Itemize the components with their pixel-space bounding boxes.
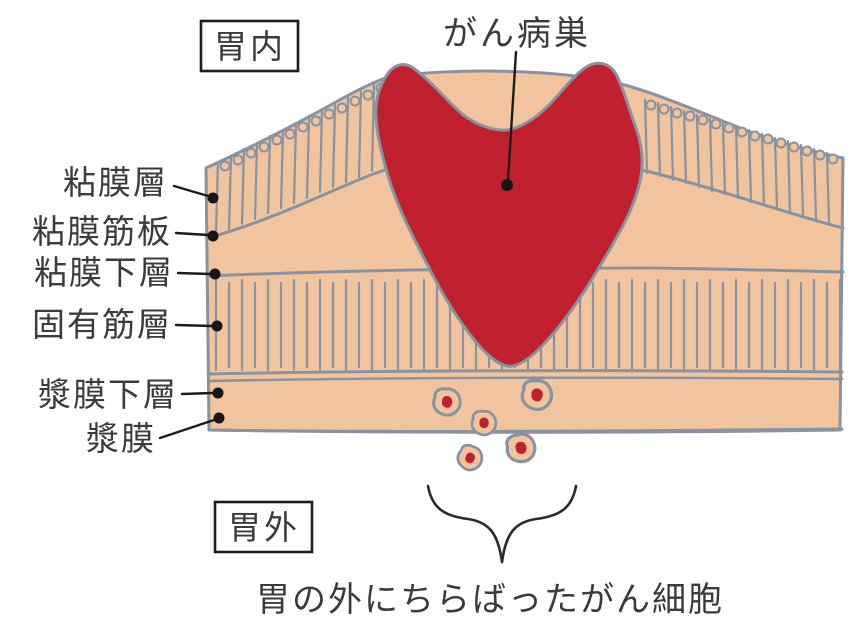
inside-stomach-label: 胃内: [214, 28, 286, 65]
inside-stomach-box: [199, 19, 300, 73]
scattered-cancer-cell: [456, 443, 484, 472]
scattered-cancer-cells: [432, 378, 554, 472]
label-muscularis-propria: 固有筋層: [32, 306, 172, 343]
pointer-line-subserosa: [180, 391, 215, 396]
pointer-dot-serosa: [213, 412, 225, 424]
scattered-cancer-cell: [520, 378, 554, 412]
pointer-line-muscularis-propria: [174, 323, 214, 328]
outside-stomach-label: 胃外: [228, 509, 300, 546]
label-mucosa: 粘膜層: [63, 164, 168, 201]
pointer-dot-muscularis-mucosae: [207, 230, 219, 242]
serosa-bottom-edge: [207, 427, 844, 434]
outside-stomach-box: [213, 500, 314, 554]
curly-brace: [426, 484, 578, 564]
label-submucosa: 粘膜下層: [34, 254, 174, 291]
lesion-label: がん病巣: [443, 15, 591, 53]
label-muscularis-mucosae: 粘膜筋板: [32, 213, 172, 250]
scattered-cancer-cell: [470, 409, 498, 437]
pointer-line-serosa: [158, 418, 216, 440]
subserosa-boundary-line-2: [207, 376, 844, 383]
layer-labels: 粘膜層 粘膜筋板 粘膜下層 固有筋層 漿膜下層 漿膜: [32, 164, 178, 457]
pointer-dot-subserosa: [212, 387, 224, 399]
layer-pointers: [158, 184, 225, 440]
pointer-dot-submucosa: [209, 268, 221, 280]
label-subserosa: 漿膜下層: [38, 376, 178, 413]
pointer-line-submucosa: [176, 271, 212, 276]
lesion-pointer-dot: [501, 179, 513, 191]
label-serosa: 漿膜: [86, 420, 156, 457]
mucosa-cell-bulbs-left: [219, 82, 387, 172]
pointer-dot-mucosa: [207, 192, 219, 204]
caption-scattered-cells: 胃の外にちらばったがん細胞: [256, 581, 724, 619]
pointer-line-muscularis-mucosae: [174, 231, 210, 237]
cancer-lesion-shape: [374, 61, 644, 368]
mucosa-cell-bulbs-right: [645, 99, 839, 165]
mucosa-glands-right: [643, 98, 831, 226]
scattered-cancer-cell: [432, 387, 462, 417]
lesion-pointer-line: [506, 50, 518, 182]
pointer-dot-muscularis-propria: [211, 320, 223, 332]
scattered-cancer-cell: [505, 432, 537, 464]
subserosa-boundary-line: [207, 369, 844, 376]
pointer-line-mucosa: [172, 184, 210, 198]
